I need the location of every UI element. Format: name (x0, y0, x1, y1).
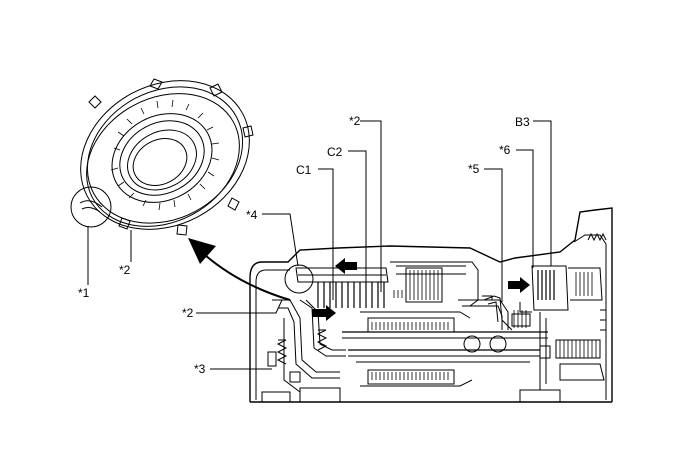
label-c2: C2 (327, 145, 343, 159)
label-star2-left: *2 (182, 306, 194, 320)
label-star5: *5 (468, 162, 480, 176)
flow-arrow-right-small-icon (508, 277, 530, 293)
flow-arrow-left-icon (335, 258, 357, 274)
label-b3: B3 (515, 115, 530, 129)
label-star4: *4 (246, 208, 258, 222)
label-star1: *1 (78, 286, 90, 300)
cross-section-body (249, 207, 613, 403)
label-star2-ring: *2 (119, 263, 131, 277)
curved-arrow-icon (188, 238, 291, 301)
label-c1: C1 (296, 163, 312, 177)
detail-ring-part (70, 78, 254, 236)
label-star3: *3 (194, 362, 206, 376)
highlight-circle-4 (284, 264, 314, 294)
label-star6: *6 (499, 143, 511, 157)
label-star2-top: *2 (349, 114, 361, 128)
flow-arrow-right-icon (312, 305, 336, 321)
leader-lines (196, 120, 552, 370)
